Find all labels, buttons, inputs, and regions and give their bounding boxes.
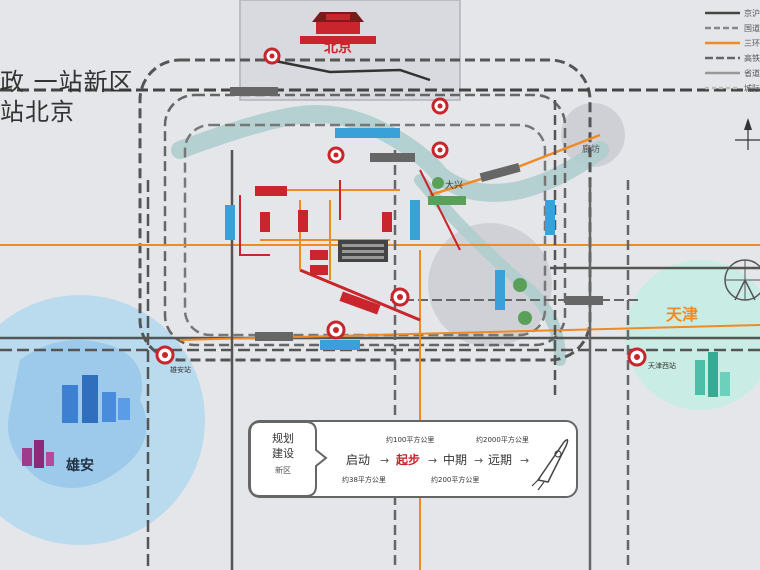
station-south[interactable] [326,320,346,340]
headline-line2: 站北京 [0,98,75,126]
phase-start-area: 约38平方公里 [342,475,386,484]
rail-red-diag [299,268,421,322]
block-5 [382,212,392,232]
blue-label-2 [225,205,235,240]
block-7 [339,291,381,315]
station-c2[interactable] [431,141,449,159]
blue-label-3 [410,200,420,240]
city-label-xiongan: 雄安 [65,457,94,474]
green-dot-2 [518,311,532,325]
legend-label-0: 京沪 [744,8,760,18]
city-label-beijing: 北京 [324,39,352,56]
phase-title-2: 建设 [272,446,294,460]
phase-far-area: 约2000平方公里 [476,435,529,444]
blue-label-5 [495,270,505,310]
station-xiongan[interactable] [155,345,175,365]
phase-tab [249,421,328,497]
xiongan-buildings [22,375,130,468]
rail-red-a [239,195,270,256]
block-2 [298,210,308,232]
langfang-area [561,103,625,167]
legend-label-5: 城际 [744,84,760,93]
gray-label-2 [370,153,415,162]
compass-icon [735,118,760,150]
ring-road-2 [163,93,567,347]
blue-label-6 [320,340,360,350]
arrow-3: → [474,454,483,467]
green-label-1 [428,196,466,205]
city-label-tianjin: 天津 [666,305,698,324]
legend-label-4: 省道 [744,68,760,78]
station-tianjin[interactable] [627,347,647,367]
arrow-1: → [380,454,389,467]
legend-label-2: 三环线 [744,38,760,48]
station-c1[interactable] [327,146,345,164]
phase-mid-area: 约200平方公里 [431,475,479,484]
phase-far: 远期 [488,453,512,467]
terminal-stripe-2 [342,250,384,253]
legend-label-1: 国道 [744,23,760,33]
legend-label-3: 高铁 [744,53,760,63]
gray-label-1 [230,87,278,96]
block-3 [310,250,328,260]
rail-north [269,58,431,82]
station-airport[interactable] [390,287,410,307]
terminal-stripe-3 [342,256,384,259]
block-1 [255,186,287,196]
block-6 [260,212,270,232]
station-north[interactable] [431,97,449,115]
river [171,105,609,202]
station-label-daxing: 大兴 [445,179,463,191]
gray-label-5 [479,162,521,183]
phase-plan-svg: 规划 建设 新区 启动 约38平方公里 → 起步 约100平方公里 → 中期 约… [249,421,569,497]
phase-rise-area: 约100平方公里 [386,435,434,444]
arrow-4: → [520,454,529,467]
green-dot-1 [513,278,527,292]
green-dot-3 [432,177,444,189]
station-beijing[interactable] [263,47,281,65]
daxing-area [428,223,552,347]
rail-red-c [419,169,461,251]
rocket-icon [531,439,569,491]
phase-start: 启动 [346,453,370,467]
phase-mid: 中期 [443,452,467,467]
phase-sub: 新区 [275,465,291,475]
tianjin-eye-icon [724,259,760,301]
phase-rise: 起步 [395,452,420,467]
station-label-xiongan: 雄安站 [170,365,191,374]
arrow-2: → [428,454,437,467]
station-label-langfang: 廊坊 [582,143,600,155]
phase-plan-box: 规划 建设 新区 启动 约38平方公里 → 起步 约100平方公里 → 中期 约… [248,420,578,498]
gray-label-4 [255,332,293,341]
phase-title-1: 规划 [272,431,294,445]
gray-label-3 [565,296,603,305]
station-label-tianjin: 天津西站 [648,361,676,370]
legend: 京沪 国道 三环线 高铁 省道 城际 [705,8,760,93]
tianjin-buildings [695,352,730,397]
block-4 [310,265,328,275]
headline-line1: 政 一站新区 [0,68,134,96]
tiananmen-icon [300,12,376,44]
terminal-stripe-1 [342,244,384,247]
blue-label-4 [545,200,555,235]
blue-label-1 [335,128,400,138]
